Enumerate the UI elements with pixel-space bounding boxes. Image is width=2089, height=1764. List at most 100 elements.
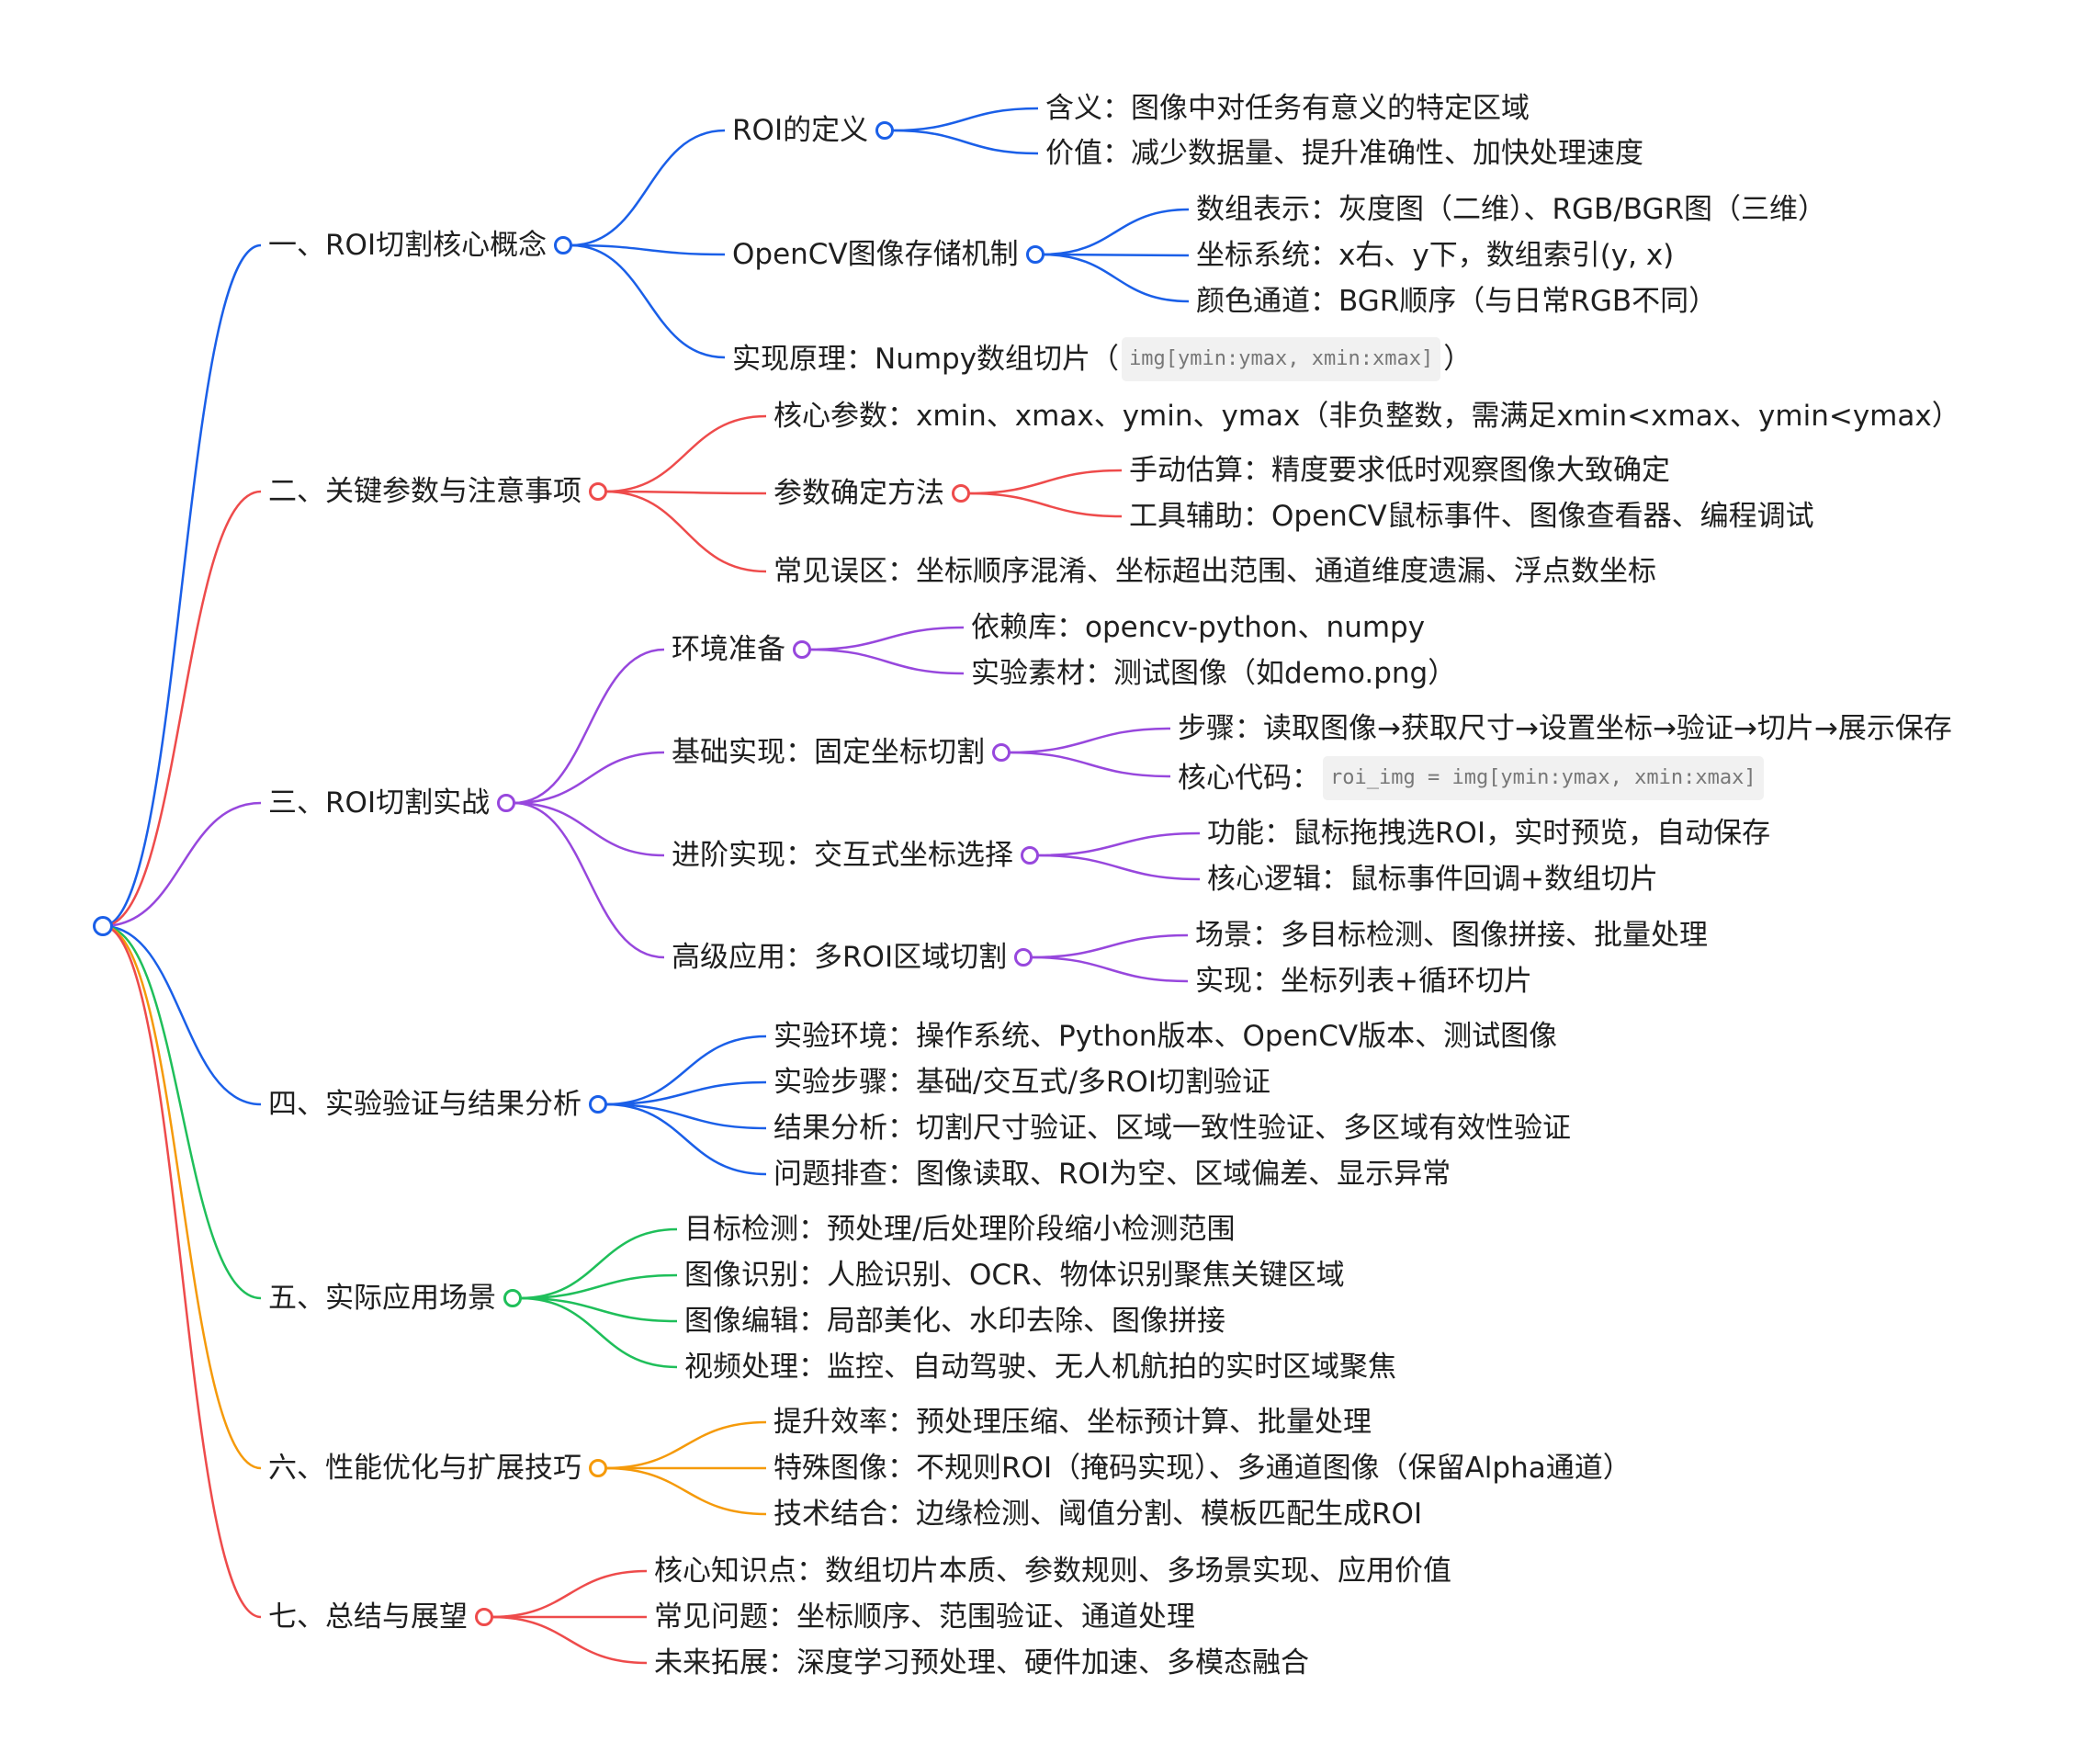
edge-subtopic (604, 414, 767, 493)
edge-leaf (808, 626, 965, 651)
leaf-node[interactable]: 实验素材：测试图像（如demo.png） (971, 653, 1456, 694)
subtopic-node[interactable]: ROI的定义 (732, 110, 895, 151)
subtopic-node[interactable]: 基础实现：固定坐标切割 (672, 732, 1011, 773)
node-label: 依赖库：opencv-python、numpy (971, 611, 1426, 644)
collapse-toggle-icon[interactable] (992, 743, 1011, 762)
node-label: 技术结合：边缘检测、阈值分割、模板匹配生成ROI (773, 1498, 1423, 1531)
subtopic-node[interactable]: 问题排查：图像读取、ROI为空、区域偏差、显示异常 (773, 1154, 1451, 1194)
subtopic-node[interactable]: 常见误区：坐标顺序混淆、坐标超出范围、通道维度遗漏、浮点数坐标 (773, 551, 1656, 592)
subtopic-node[interactable]: 实现原理：Numpy数组切片（img[ymin:ymax, xmin:xmax]… (732, 337, 1472, 381)
collapse-toggle-icon[interactable] (589, 482, 607, 501)
edge-subtopic (604, 490, 767, 573)
edge-subtopic (519, 1296, 678, 1323)
node-label: 环境准备 (672, 633, 785, 666)
subtopic-node[interactable]: 常见问题：坐标顺序、范围验证、通道处理 (654, 1597, 1195, 1637)
edge-subtopic (604, 490, 767, 495)
collapse-toggle-icon[interactable] (875, 121, 895, 140)
subtopic-node[interactable]: 视频处理：监控、自动驾驶、无人机航拍的实时区域聚焦 (684, 1347, 1396, 1387)
leaf-node[interactable]: 核心代码：roi_img = img[ymin:ymax, xmin:xmax] (1178, 756, 1767, 800)
collapse-toggle-icon[interactable] (1025, 245, 1044, 264)
subtopic-node[interactable]: 核心知识点：数组切片本质、参数规则、多场景实现、应用价值 (654, 1551, 1451, 1591)
leaf-node[interactable]: 颜色通道：BGR顺序（与日常RGB不同） (1196, 281, 1717, 322)
subtopic-node[interactable]: 高级应用：多ROI区域切割 (672, 937, 1033, 978)
edge-subtopic (519, 1296, 678, 1369)
node-label: 视频处理：监控、自动驾驶、无人机航拍的实时区域聚焦 (684, 1351, 1396, 1384)
node-label: 实现：坐标列表+循环切片 (1195, 965, 1532, 998)
subtopic-node[interactable]: 未来拓展：深度学习预处理、硬件加速、多模态融合 (654, 1643, 1309, 1683)
node-label: OpenCV图像存储机制 (732, 238, 1019, 271)
leaf-node[interactable]: 功能：鼠标拖拽选ROI，实时预览，自动保存 (1207, 813, 1770, 854)
subtopic-node[interactable]: 特殊图像：不规则ROI（掩码实现）、多通道图像（保留Alpha通道） (773, 1448, 1632, 1488)
subtopic-node[interactable]: 技术结合：边缘检测、阈值分割、模板匹配生成ROI (773, 1494, 1422, 1534)
collapse-toggle-icon[interactable] (793, 640, 811, 659)
edge-leaf (1042, 253, 1190, 257)
collapse-toggle-icon[interactable] (1021, 846, 1039, 865)
subtopic-node[interactable]: 图像编辑：局部美化、水印去除、图像拼接 (684, 1301, 1225, 1341)
leaf-node[interactable]: 场景：多目标检测、图像拼接、批量处理 (1195, 915, 1708, 956)
collapse-toggle-icon[interactable] (497, 794, 516, 812)
node-label: 参数确定方法 (773, 477, 944, 510)
edge-leaf (808, 648, 965, 675)
subtopic-node[interactable]: 结果分析：切割尺寸验证、区域一致性验证、多区域有效性验证 (773, 1108, 1571, 1148)
mindmap-root-node[interactable] (93, 916, 113, 936)
node-label: 图像编辑：局部美化、水印去除、图像拼接 (684, 1305, 1225, 1338)
leaf-node[interactable]: 数组表示：灰度图（二维）、RGB/BGR图（三维） (1196, 189, 1826, 230)
node-label: 实验环境：操作系统、Python版本、OpenCV版本、测试图像 (773, 1020, 1558, 1053)
leaf-node[interactable]: 工具辅助：OpenCV鼠标事件、图像查看器、编程调试 (1129, 496, 1814, 537)
edge-subtopic (514, 648, 665, 805)
leaf-node[interactable]: 价值：减少数据量、提升准确性、加快处理速度 (1045, 133, 1643, 174)
edge-leaf (1031, 956, 1189, 983)
subtopic-node[interactable]: 进阶实现：交互式坐标选择 (672, 835, 1039, 876)
edge-subtopic (519, 1227, 678, 1300)
collapse-toggle-icon[interactable] (589, 1459, 607, 1477)
node-label: 目标检测：预处理/后处理阶段缩小检测范围 (684, 1213, 1236, 1246)
leaf-node[interactable]: 依赖库：opencv-python、numpy (971, 607, 1425, 648)
node-label: 手动估算：精度要求低时观察图像大致确定 (1129, 454, 1670, 487)
node-label: 场景：多目标检测、图像拼接、批量处理 (1195, 919, 1708, 952)
collapse-toggle-icon[interactable] (589, 1095, 607, 1114)
edge-leaf (1042, 253, 1190, 303)
leaf-node[interactable]: 手动估算：精度要求低时观察图像大致确定 (1129, 450, 1670, 491)
edge-leaf (1008, 727, 1171, 754)
subtopic-node[interactable]: 环境准备 (672, 629, 811, 670)
edge-subtopic (514, 751, 665, 805)
node-label-suffix: ） (1443, 343, 1473, 376)
edge-subtopic (604, 1420, 767, 1470)
subtopic-node[interactable]: 实验环境：操作系统、Python版本、OpenCV版本、测试图像 (773, 1016, 1557, 1057)
node-label: 含义：图像中对任务有意义的特定区域 (1045, 92, 1530, 125)
subtopic-node[interactable]: 实验步骤：基础/交互式/多ROI切割验证 (773, 1062, 1270, 1102)
edge-leaf (1042, 208, 1190, 256)
node-label: 四、实验验证与结果分析 (268, 1088, 582, 1121)
subtopic-node[interactable]: 目标检测：预处理/后处理阶段缩小检测范围 (684, 1209, 1235, 1250)
edge-subtopic (570, 243, 726, 256)
leaf-node[interactable]: 实现：坐标列表+循环切片 (1195, 961, 1532, 1001)
collapse-toggle-icon[interactable] (554, 236, 573, 254)
subtopic-node[interactable]: 参数确定方法 (773, 473, 970, 514)
branch-node-4[interactable]: 四、实验验证与结果分析 (268, 1084, 607, 1125)
subtopic-node[interactable]: OpenCV图像存储机制 (732, 234, 1044, 275)
branch-node-2[interactable]: 二、关键参数与注意事项 (268, 471, 607, 512)
subtopic-node[interactable]: 图像识别：人脸识别、OCR、物体识别聚焦关键区域 (684, 1255, 1345, 1295)
branch-node-3[interactable]: 三、ROI切割实战 (268, 783, 516, 823)
edge-leaf (892, 107, 1039, 132)
collapse-toggle-icon[interactable] (952, 484, 970, 503)
collapse-toggle-icon[interactable] (475, 1608, 493, 1626)
collapse-toggle-icon[interactable] (1014, 948, 1033, 967)
leaf-node[interactable]: 含义：图像中对任务有意义的特定区域 (1045, 88, 1530, 129)
leaf-node[interactable]: 坐标系统：x右、y下，数组索引(y, x) (1196, 235, 1674, 276)
branch-node-6[interactable]: 六、性能优化与扩展技巧 (268, 1448, 607, 1488)
node-label: 功能：鼠标拖拽选ROI，实时预览，自动保存 (1207, 817, 1771, 850)
branch-node-1[interactable]: 一、ROI切割核心概念 (268, 225, 573, 266)
node-label: 六、性能优化与扩展技巧 (268, 1452, 582, 1485)
node-label: 高级应用：多ROI区域切割 (672, 941, 1008, 974)
collapse-toggle-icon[interactable] (503, 1289, 522, 1307)
edge-leaf (1031, 933, 1189, 959)
subtopic-node[interactable]: 提升效率：预处理压缩、坐标预计算、批量处理 (773, 1402, 1372, 1442)
leaf-node[interactable]: 核心逻辑：鼠标事件回调+数组切片 (1207, 859, 1658, 899)
subtopic-node[interactable]: 核心参数：xmin、xmax、ymin、ymax（非负整数，需满足xmin<xm… (773, 396, 1960, 436)
branch-node-5[interactable]: 五、实际应用场景 (268, 1278, 522, 1318)
branch-node-7[interactable]: 七、总结与展望 (268, 1597, 493, 1637)
leaf-node[interactable]: 步骤：读取图像→获取尺寸→设置坐标→验证→切片→展示保存 (1178, 708, 1952, 749)
edge-subtopic (514, 801, 665, 959)
node-label: 七、总结与展望 (268, 1600, 468, 1634)
